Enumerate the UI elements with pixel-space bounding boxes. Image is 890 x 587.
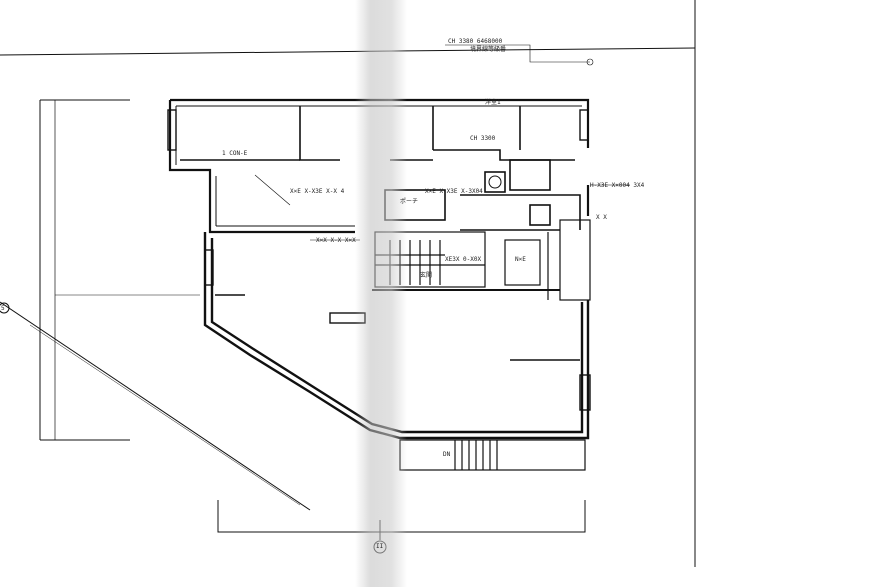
stair-label-1: ポーチ <box>400 198 419 205</box>
bottom-marker-label: II <box>376 543 384 550</box>
top-border-line <box>0 47 696 56</box>
line-label-1: X×E X-X3E X-X 4 <box>290 188 345 195</box>
right-label-1: H-X3E X×004 3X4 <box>590 182 645 189</box>
circle-marker-label: 5 <box>1 305 5 312</box>
stair-dn-label: DN <box>443 451 451 458</box>
stair-label-2: XE3X 0-X0X <box>445 256 482 263</box>
room-label-c: CH 3300 <box>470 135 496 142</box>
leader-lines <box>254 44 630 241</box>
hall-label: 玄関 <box>420 272 433 279</box>
room-label-a: 1 CON-E <box>222 150 248 157</box>
top-note-1: CH 3380 6468000 <box>448 38 503 45</box>
room-label-b: 洋室1 <box>485 99 501 106</box>
reference-circle-marker <box>0 302 10 314</box>
mid-label-2: N×E <box>515 256 526 263</box>
top-note-2: 境界線等級番 <box>470 46 507 53</box>
scan-fold-shadow <box>355 0 407 587</box>
right-small-label: X X <box>596 214 607 221</box>
porch-steps <box>399 439 586 471</box>
diagonal-boundary-2 <box>29 324 301 506</box>
mid-label-1: X×X X-X X×X <box>316 237 356 244</box>
upper-partitions <box>180 106 581 231</box>
lower-room-walls <box>203 232 590 440</box>
diagonal-boundary <box>0 301 311 511</box>
lower-room-details <box>167 109 591 411</box>
line-label-2: X×E X-X3E X-3X04 <box>425 188 483 195</box>
